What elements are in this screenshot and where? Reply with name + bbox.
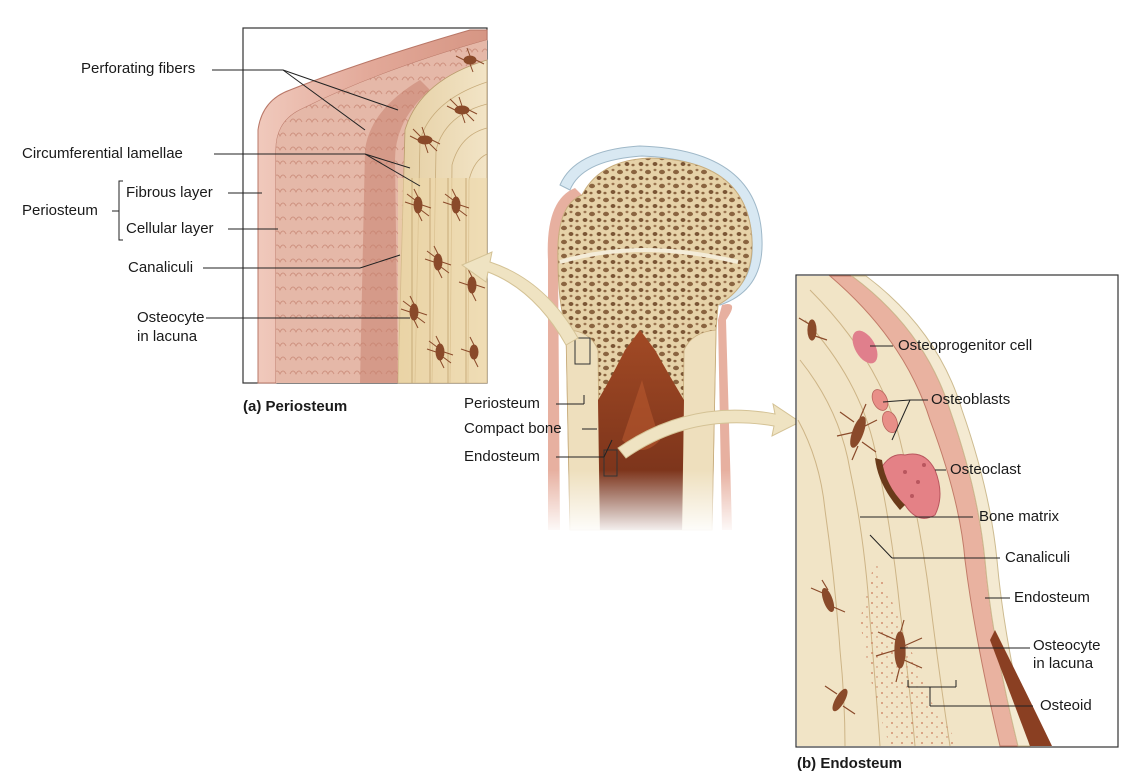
center-leader-lines (556, 395, 613, 458)
label-cellular-layer: Cellular layer (126, 220, 214, 237)
label-bone-matrix: Bone matrix (979, 508, 1060, 525)
label-periosteum-center: Periosteum (464, 395, 540, 412)
label-canaliculi-a: Canaliculi (128, 259, 194, 276)
label-osteoprogenitor-cell: Osteoprogenitor cell (898, 337, 1033, 354)
label-canaliculi-b: Canaliculi (1005, 549, 1071, 566)
label-circumferential-lamellae: Circumferential lamellae (22, 145, 183, 162)
label-perforating-fibers: Perforating fibers (81, 60, 196, 77)
label-osteoid: Osteoid (1040, 697, 1092, 714)
label-endosteum-b: Endosteum (1014, 589, 1090, 606)
panel-a-leader-lines (112, 69, 421, 319)
label-osteocyte-b-line2: in lacuna (1033, 655, 1094, 672)
label-osteoclast: Osteoclast (950, 461, 1021, 478)
panel-b-illustration (795, 274, 1119, 748)
caption-periosteum: (a) Periosteum (243, 398, 348, 415)
panel-a-illustration (242, 27, 488, 384)
label-osteocyte-a-line2: in lacuna (137, 328, 198, 345)
panel-b-leader-lines (860, 345, 1033, 707)
label-osteocyte-a-line1: Osteocyte (137, 309, 205, 326)
label-periosteum-a: Periosteum (22, 202, 98, 219)
caption-endosteum: (b) Endosteum (797, 755, 902, 772)
label-osteoblasts: Osteoblasts (931, 391, 1011, 408)
label-osteocyte-b-line1: Osteocyte (1033, 637, 1101, 654)
label-endosteum-center: Endosteum (464, 448, 540, 465)
label-compact-bone: Compact bone (464, 420, 562, 437)
label-fibrous-layer: Fibrous layer (126, 184, 213, 201)
long-bone-illustration (540, 145, 763, 535)
